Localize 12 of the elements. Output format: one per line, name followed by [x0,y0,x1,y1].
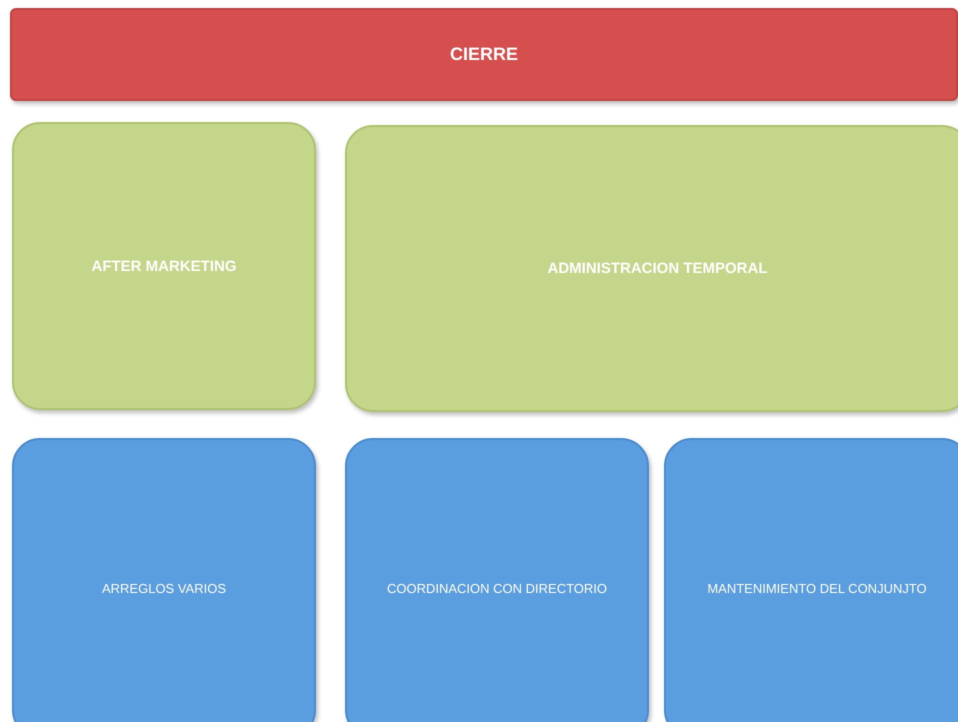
box-label: AFTER MARKETING [90,258,238,274]
header-banner [10,8,958,101]
task-box [345,438,649,722]
category-box [345,125,958,412]
task-box [12,438,316,722]
category-box [12,122,316,410]
box-label: MANTENIMIENTO DEL CONJUNJTO [706,580,928,596]
box-label: ARREGLOS VARIOS [100,580,227,596]
box-label: COORDINACION CON DIRECTORIO [386,580,608,596]
box-label: CIERRE [448,44,519,65]
task-box [664,438,958,722]
box-label: ADMINISTRACION TEMPORAL [546,260,768,277]
